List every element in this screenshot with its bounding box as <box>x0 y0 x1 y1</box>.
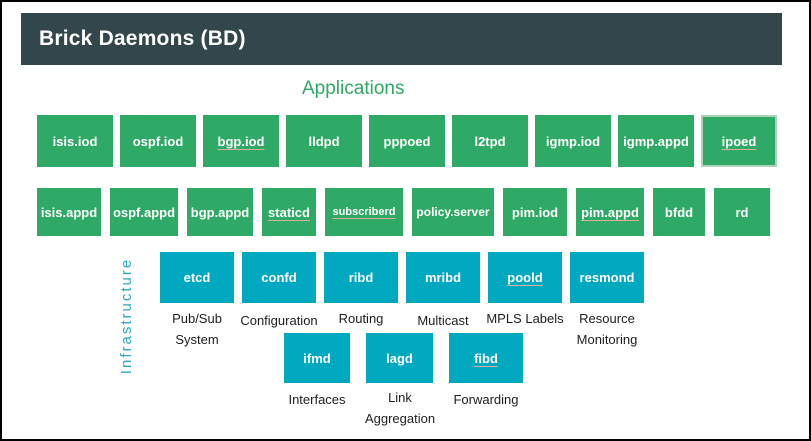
daemon-box-ospf-appd: ospf.appd <box>110 188 178 236</box>
caption-pubsub-system: Pub/Sub System <box>172 311 222 347</box>
daemon-box-fibd[interactable]: fibd <box>449 333 523 383</box>
daemon-box-pppoed: pppoed <box>369 115 445 167</box>
daemon-box-policy-server: policy.server <box>412 188 494 236</box>
infrastructure-row-2: ifmd lagd fibd <box>284 333 523 383</box>
caption-forwarding: Forwarding <box>453 392 519 407</box>
daemon-label: ifmd <box>303 350 331 366</box>
daemon-label: l2tpd <box>474 133 506 149</box>
daemon-box-lagd: lagd <box>366 333 433 383</box>
infrastructure-section-label: Infrastructure <box>118 257 135 375</box>
daemon-link[interactable]: pim.appd <box>581 204 639 220</box>
daemon-label: confd <box>261 270 297 285</box>
infrastructure-row-1: etcd confd ribd mribd poold resmond <box>160 252 644 303</box>
daemon-box-mribd: mribd <box>406 252 480 303</box>
page-title: Brick Daemons (BD) <box>39 27 246 50</box>
applications-row-2: isis.appd ospf.appd bgp.appd staticd sub… <box>37 188 770 236</box>
daemon-label: bfdd <box>664 204 694 220</box>
daemon-box-bgp-appd: bgp.appd <box>187 188 253 236</box>
page-header: Brick Daemons (BD) <box>21 13 782 65</box>
daemon-label: ospf.iod <box>132 133 184 149</box>
daemon-link[interactable]: staticd <box>268 204 310 220</box>
daemon-box-isis-appd: isis.appd <box>37 188 101 236</box>
daemon-link[interactable]: bgp.iod <box>217 133 265 149</box>
daemon-label: policy.server <box>416 205 490 219</box>
daemon-box-staticd[interactable]: staticd <box>262 188 316 236</box>
daemon-label: lldpd <box>308 133 340 149</box>
daemon-label: lagd <box>386 350 413 366</box>
daemon-box-pim-iod: pim.iod <box>503 188 567 236</box>
daemon-box-resmond: resmond <box>570 252 644 303</box>
daemon-link[interactable]: ipoed <box>721 133 757 149</box>
daemon-label: igmp.appd <box>623 133 689 149</box>
caption-configuration: Configuration <box>240 313 318 328</box>
daemon-label: ospf.appd <box>112 204 176 220</box>
daemon-box-rd: rd <box>714 188 770 236</box>
caption-resource-monitoring: Resource Monitoring <box>576 311 638 347</box>
caption-mpls-labels: MPLS Labels <box>486 311 564 326</box>
daemon-box-l2tpd: l2tpd <box>452 115 528 167</box>
daemon-link[interactable]: subscriberd <box>332 206 396 218</box>
daemon-box-lldpd: lldpd <box>286 115 362 167</box>
daemon-link[interactable]: fibd <box>474 350 498 366</box>
daemon-box-pim-appd[interactable]: pim.appd <box>576 188 644 236</box>
daemon-box-poold[interactable]: poold <box>488 252 562 303</box>
applications-row-1: isis.iod ospf.iod bgp.iod lldpd pppoed l… <box>37 115 777 167</box>
daemon-box-ribd: ribd <box>324 252 398 303</box>
caption-routing: Routing <box>338 311 384 326</box>
daemon-box-bfdd: bfdd <box>653 188 705 236</box>
daemon-box-igmp-iod: igmp.iod <box>535 115 611 167</box>
daemon-label: ribd <box>348 270 374 285</box>
daemon-label: resmond <box>579 270 635 285</box>
daemon-label: bgp.appd <box>190 204 250 220</box>
daemon-label: etcd <box>183 270 211 285</box>
daemon-box-ipoed[interactable]: ipoed <box>701 115 777 167</box>
applications-section-label: Applications <box>302 78 405 99</box>
daemon-label: isis.iod <box>52 133 98 149</box>
daemon-box-subscriberd[interactable]: subscriberd <box>325 188 403 236</box>
daemon-box-etcd: etcd <box>160 252 234 303</box>
daemon-box-confd: confd <box>242 252 316 303</box>
caption-interfaces: Interfaces <box>288 392 346 407</box>
daemon-label: mribd <box>424 270 462 285</box>
daemon-label: pim.iod <box>511 204 559 220</box>
daemon-label: rd <box>735 204 749 220</box>
daemon-box-ifmd: ifmd <box>284 333 350 383</box>
daemon-box-ospf-iod: ospf.iod <box>120 115 196 167</box>
daemon-box-igmp-appd: igmp.appd <box>618 115 694 167</box>
caption-multicast: Multicast <box>417 313 469 328</box>
caption-link-aggregation: Link Aggregation <box>364 390 436 426</box>
daemon-label: isis.appd <box>40 204 98 220</box>
daemon-label: pppoed <box>383 133 431 149</box>
daemon-link[interactable]: poold <box>507 270 543 285</box>
daemon-box-bgp-iod[interactable]: bgp.iod <box>203 115 279 167</box>
daemon-label: igmp.iod <box>545 133 601 149</box>
daemon-box-isis-iod: isis.iod <box>37 115 113 167</box>
